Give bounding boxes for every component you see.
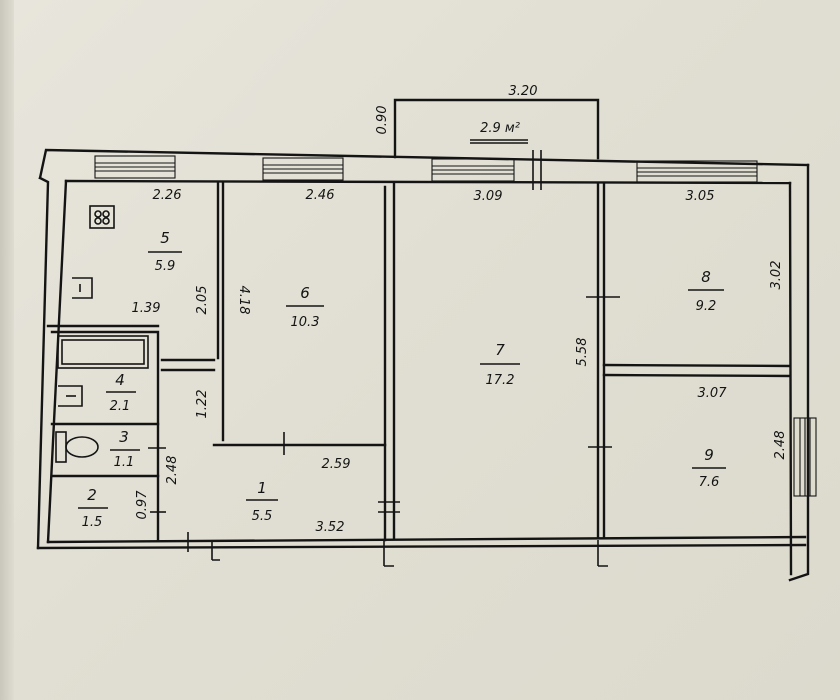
toilet-icon [55, 431, 99, 463]
dim-room9-width: 3.07 [698, 386, 728, 401]
dim-hall-narrow: 1.22 [195, 390, 210, 419]
dim-room6-width: 2.46 [306, 188, 335, 203]
room-area-7: 17.2 [486, 373, 515, 388]
dim-room7-depth: 5.58 [575, 338, 590, 367]
room-area-4: 2.1 [110, 399, 131, 414]
window-room6 [262, 157, 344, 181]
door-marks [148, 296, 620, 567]
balcony-area-label: 2.9 м² [480, 121, 520, 136]
dim-room7-width: 3.09 [474, 189, 503, 204]
room-number-8: 8 [701, 268, 711, 286]
room-number-9: 9 [704, 446, 714, 464]
room-area-3: 1.1 [114, 455, 135, 470]
wall-room9-top [602, 373, 792, 378]
window-room8 [636, 160, 758, 183]
dim-kitchen-width: 2.26 [153, 188, 182, 203]
windows [94, 150, 817, 497]
right-wall-inner [788, 181, 793, 576]
sink-icon [72, 277, 93, 299]
bathtub-icon [57, 335, 149, 369]
dim-hall-width: 3.52 [316, 520, 345, 535]
balcony-outline [393, 98, 600, 160]
right-wall-outer [788, 163, 810, 582]
dim-room6-depth: 4.18 [236, 286, 251, 315]
bottom-wall-outer [36, 543, 807, 550]
dim-kitchen-depth: 2.05 [195, 286, 210, 315]
fixtures [55, 205, 149, 463]
balcony-area-underline [470, 139, 528, 144]
outer-walls [36, 98, 810, 582]
top-wall-outer [38, 148, 810, 180]
left-wall-inner [46, 179, 68, 544]
room-area-2: 1.5 [82, 515, 103, 530]
left-wall-outer [36, 176, 50, 550]
room-number-2: 2 [87, 486, 97, 504]
room-number-1: 1 [257, 479, 267, 497]
room-area-8: 9.2 [696, 299, 717, 314]
room-area-9: 7.6 [699, 475, 720, 490]
balcony-width-label: 3.20 [509, 84, 538, 99]
room-number-6: 6 [300, 284, 310, 302]
room-area-5: 5.9 [155, 259, 176, 274]
dim-corridor-width: 2.59 [322, 457, 351, 472]
dimension-labels: 2.26 2.46 3.09 3.05 3.02 3.07 2.48 5.58 … [132, 188, 788, 535]
bottom-wall-inner [46, 535, 807, 544]
dim-room8-width: 3.05 [686, 189, 715, 204]
dim-kitchen-partition: 1.39 [132, 301, 161, 316]
dim-room9-depth: 2.48 [773, 431, 788, 460]
top-wall-inner [64, 179, 792, 185]
window-room7 [431, 150, 542, 190]
bath-block [50, 330, 160, 542]
room-area-6: 10.3 [291, 315, 320, 330]
dim-hall-depth: 2.48 [165, 456, 180, 485]
balcony-depth-label: 0.90 [375, 106, 390, 135]
room-number-4: 4 [115, 371, 125, 389]
window-kitchen [94, 155, 176, 179]
stove-icon [89, 205, 115, 229]
washbasin-icon [58, 385, 83, 407]
room-number-3: 3 [119, 428, 129, 446]
wall-room8-bottom [602, 363, 792, 368]
room-number-7: 7 [495, 341, 505, 359]
interior-walls [46, 180, 792, 542]
room-number-5: 5 [160, 229, 170, 247]
paper-fold [0, 0, 14, 700]
room-area-1: 5.5 [252, 509, 273, 524]
window-room9 [793, 417, 817, 497]
room-labels: 5 5.9 6 10.3 7 17.2 8 9.2 9 7.6 1 5.5 4 … [78, 229, 726, 530]
dim-wc-width: 0.97 [135, 490, 150, 520]
dim-room8-depth: 3.02 [769, 261, 784, 290]
